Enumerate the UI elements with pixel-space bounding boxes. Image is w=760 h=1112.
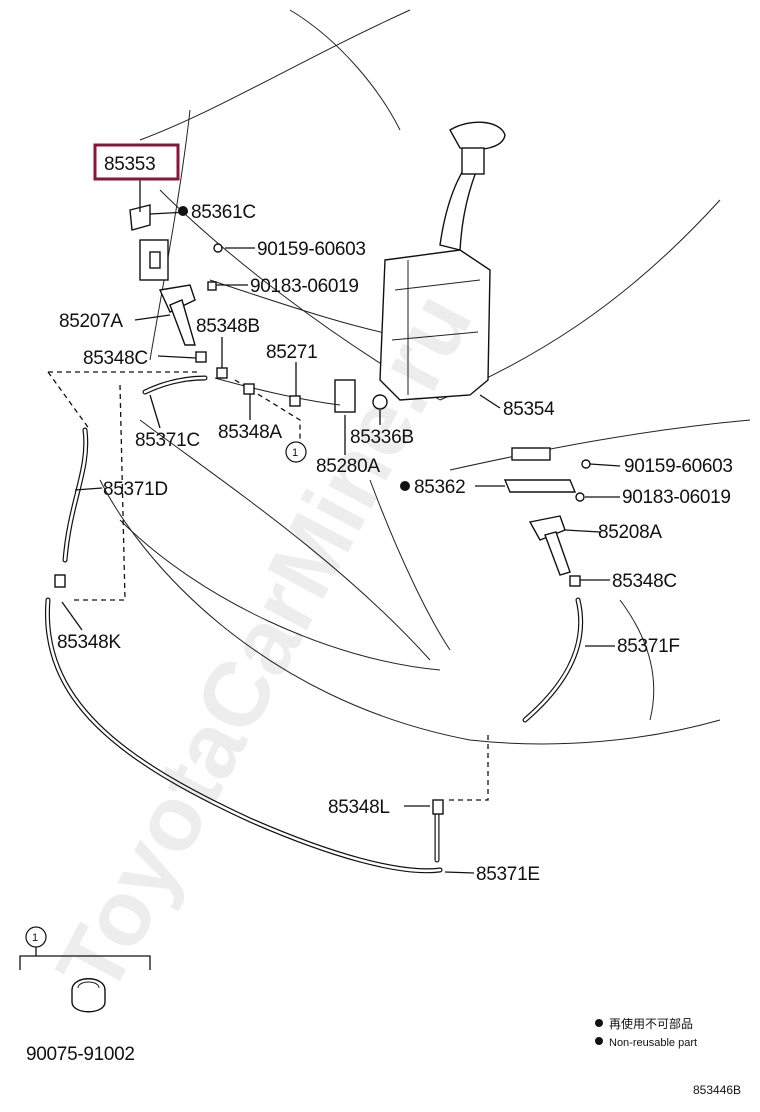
label-85348C-left[interactable]: 85348C bbox=[83, 348, 148, 369]
cover-85362 bbox=[503, 479, 577, 493]
label-90183-06019-right[interactable]: 90183-06019 bbox=[622, 487, 731, 508]
hoses bbox=[44, 375, 584, 874]
label-90159-60603-right[interactable]: 90159-60603 bbox=[624, 456, 733, 477]
diagram-code: 853446B bbox=[693, 1083, 741, 1097]
highlight-box bbox=[93, 143, 180, 181]
callout-inset: 1 bbox=[19, 926, 151, 1013]
fasteners bbox=[54, 243, 591, 815]
label-85371C[interactable]: 85371C bbox=[135, 430, 200, 451]
label-85362[interactable]: 85362 bbox=[414, 477, 466, 498]
label-85371F[interactable]: 85371F bbox=[617, 636, 680, 657]
label-85361C[interactable]: 85361C bbox=[191, 202, 256, 223]
label-85336B[interactable]: 85336B bbox=[350, 427, 414, 448]
legend-chinese: 再使用不可部品 bbox=[609, 1016, 693, 1031]
label-85348A[interactable]: 85348A bbox=[218, 422, 283, 443]
clamp-icon bbox=[71, 978, 106, 1013]
non-reusable-dot bbox=[400, 481, 410, 491]
label-85348L[interactable]: 85348L bbox=[328, 797, 390, 818]
label-85348C-right[interactable]: 85348C bbox=[612, 571, 677, 592]
nozzle-left bbox=[129, 204, 196, 346]
callout-circle bbox=[285, 441, 307, 463]
label-90159-60603-top[interactable]: 90159-60603 bbox=[257, 239, 366, 260]
legend-dot-icon bbox=[595, 1037, 603, 1045]
nozzle-right bbox=[528, 515, 571, 576]
legend: 再使用不可部品 Non-reusable part bbox=[595, 1016, 697, 1049]
legend-dot-icon bbox=[595, 1019, 603, 1027]
label-85271[interactable]: 85271 bbox=[266, 342, 318, 363]
label-85371E[interactable]: 85371E bbox=[476, 864, 540, 885]
label-85348K[interactable]: 85348K bbox=[57, 632, 122, 653]
dashed-lines bbox=[47, 371, 489, 801]
grommet-85336B bbox=[372, 394, 388, 410]
callout-box-number: 1 bbox=[32, 932, 38, 944]
pump-85280A bbox=[334, 379, 356, 413]
label-90183-06019-top[interactable]: 90183-06019 bbox=[250, 276, 359, 297]
leader-lines bbox=[61, 178, 621, 874]
bracket-85354 bbox=[511, 447, 551, 461]
non-reusable-dot bbox=[178, 206, 188, 216]
washer-tank bbox=[379, 121, 506, 401]
legend-english: Non-reusable part bbox=[609, 1037, 697, 1049]
label-85348B[interactable]: 85348B bbox=[196, 316, 260, 337]
label-85207A[interactable]: 85207A bbox=[59, 311, 124, 332]
label-85371D[interactable]: 85371D bbox=[103, 479, 168, 500]
label-85280A[interactable]: 85280A bbox=[316, 456, 381, 477]
label-85354[interactable]: 85354 bbox=[503, 399, 555, 420]
label-85353[interactable]: 85353 bbox=[104, 154, 156, 175]
label-85208A[interactable]: 85208A bbox=[598, 522, 663, 543]
callout-number: 1 bbox=[292, 447, 298, 459]
label-90075-91002[interactable]: 90075-91002 bbox=[26, 1044, 135, 1065]
